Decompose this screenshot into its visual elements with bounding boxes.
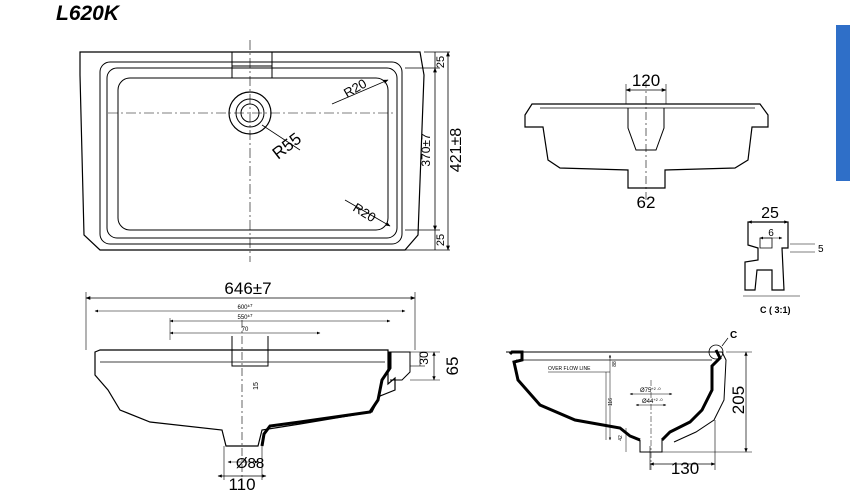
- r20-top-leader: [331, 79, 389, 105]
- dim-205: 205: [729, 386, 748, 414]
- dim-5: 5: [818, 244, 824, 255]
- detail-c-label: C ( 3:1): [760, 305, 791, 315]
- dim-550-tol: ±7: [248, 313, 253, 318]
- dim-6: 6: [768, 228, 774, 239]
- dim-75-tol: +2 -0: [651, 386, 661, 391]
- dim-88-drain: Ø88: [236, 455, 264, 472]
- basin-rim-line-1: [99, 61, 403, 245]
- dim-62: 62: [637, 193, 656, 212]
- r20-top-label: R20: [341, 76, 369, 101]
- dim-25-top: 25: [435, 56, 447, 68]
- basin-bowl-line: [117, 77, 389, 231]
- dim-65: 65: [443, 357, 462, 376]
- section-view: OVER FLOW LINE 88 116 Ø75+2 -0 Ø44+2 -0 …: [506, 330, 752, 478]
- detail-c-inner: [759, 237, 773, 249]
- dim-25-detail: 25: [761, 205, 779, 222]
- dim-110: 110: [228, 475, 255, 494]
- dim-120: 120: [632, 71, 660, 90]
- detail-c: 25 6 5 C ( 3:1): [743, 205, 824, 315]
- dim-600: 600±7: [238, 303, 253, 311]
- dim-25-bottom: 25: [435, 234, 447, 246]
- dim-44: Ø44+2 -0: [642, 397, 663, 405]
- front-view: 120 62: [524, 71, 769, 212]
- side-drain-box: [231, 336, 269, 367]
- side-view: 646±7 600±7 550±7 70 15 30 65 Ø88 110: [85, 279, 462, 494]
- top-view: R20 R55 R20 25 370±7 25 421±8: [79, 40, 465, 262]
- dim-88-section: 88: [612, 361, 618, 367]
- dim-550-value: 550: [238, 315, 249, 321]
- side-section-wall: [260, 352, 392, 447]
- accent-bar: [836, 25, 850, 181]
- front-basin-outline: [524, 103, 769, 189]
- r55-leader: [261, 124, 301, 151]
- side-rim-lip: [388, 351, 411, 381]
- r20-bottom-leader: [344, 199, 391, 227]
- dim-75-value: Ø75: [640, 388, 652, 394]
- detail-c-profile: [744, 221, 789, 291]
- detail-c-marker-circle: [708, 344, 724, 360]
- dim-421: 421±8: [448, 128, 465, 172]
- dim-116: 116: [608, 398, 614, 406]
- dim-370: 370±7: [419, 133, 433, 167]
- basin-rim-line-2: [106, 67, 398, 239]
- detail-c-marker: C: [730, 330, 737, 341]
- section-wall-right: [660, 349, 722, 442]
- dim-15: 15: [253, 382, 260, 390]
- dim-30: 30: [417, 351, 431, 365]
- overflow-label: OVER FLOW LINE: [548, 366, 591, 372]
- dim-44-tol: +2 -0: [653, 397, 663, 402]
- dim-600-value: 600: [238, 305, 249, 311]
- dim-70: 70: [242, 327, 249, 333]
- r55-label: R55: [269, 129, 305, 163]
- dim-646: 646±7: [224, 279, 271, 298]
- detail-c-marker-leader: [721, 337, 729, 347]
- dim-130: 130: [671, 459, 699, 478]
- dim-550: 550±7: [238, 313, 253, 321]
- overflow-slot: [231, 52, 273, 78]
- dim-600-tol: ±7: [248, 303, 253, 308]
- r20-bottom-label: R20: [350, 200, 378, 225]
- model-title: L620K: [56, 2, 120, 25]
- section-outer-line: [506, 351, 727, 443]
- side-basin-outline: [94, 349, 396, 447]
- dim-75: Ø75+2 -0: [640, 386, 661, 394]
- dim-42: 42: [618, 435, 624, 441]
- dim-44-value: Ø44: [642, 399, 654, 405]
